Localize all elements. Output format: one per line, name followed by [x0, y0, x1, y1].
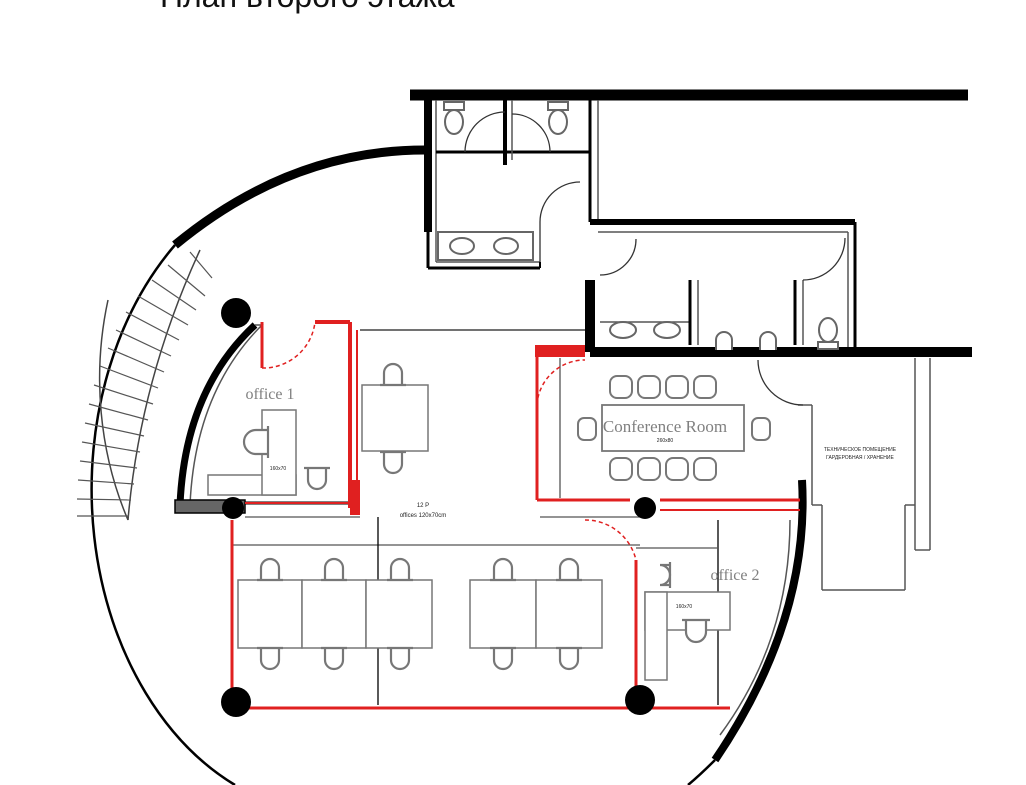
conference-table — [577, 375, 771, 481]
workstations-left — [237, 557, 433, 671]
office2-label: office 2 — [710, 567, 759, 584]
outer-facade-thin — [90, 244, 236, 785]
annex-note-line1: ТЕХНИЧЕСКОЕ ПОМЕЩЕНИЕ — [824, 447, 897, 453]
urinal-icon — [715, 331, 733, 350]
right-facade — [711, 479, 807, 763]
conference-label: Conference Room — [603, 417, 727, 436]
urinal-icon — [759, 331, 777, 350]
workstations-right — [469, 557, 603, 671]
open-space-desc: offices 120x70cm — [400, 513, 447, 519]
column — [221, 298, 251, 328]
page-title: План второго этажа — [160, 0, 455, 15]
toilet-icon — [547, 101, 569, 135]
sink-icon — [449, 237, 475, 255]
sink-icon — [609, 321, 637, 339]
open-space-capacity: 12 P — [417, 503, 429, 509]
office2-desk-size: 160x70 — [676, 604, 693, 610]
staircase — [76, 249, 213, 521]
partitions — [230, 320, 800, 710]
office1-curved-wall — [176, 322, 258, 506]
office2-desk — [644, 562, 731, 681]
column — [625, 685, 655, 715]
sink-icon — [493, 237, 519, 255]
annex-note-line2: ГАРДЕРОБНАЯ / ХРАНЕНИЕ — [826, 455, 894, 461]
office1-desk — [207, 409, 332, 496]
office1-desk-size: 160x70 — [270, 466, 287, 472]
office1-label: office 1 — [245, 386, 294, 403]
toilet-icon — [817, 317, 839, 350]
column — [634, 497, 656, 519]
conference-table-size: 260x80 — [657, 438, 674, 444]
sink-icon — [653, 321, 681, 339]
column — [222, 497, 244, 519]
outer-facade-thick — [172, 145, 426, 249]
column — [221, 687, 251, 717]
toilet-icon — [443, 101, 465, 135]
